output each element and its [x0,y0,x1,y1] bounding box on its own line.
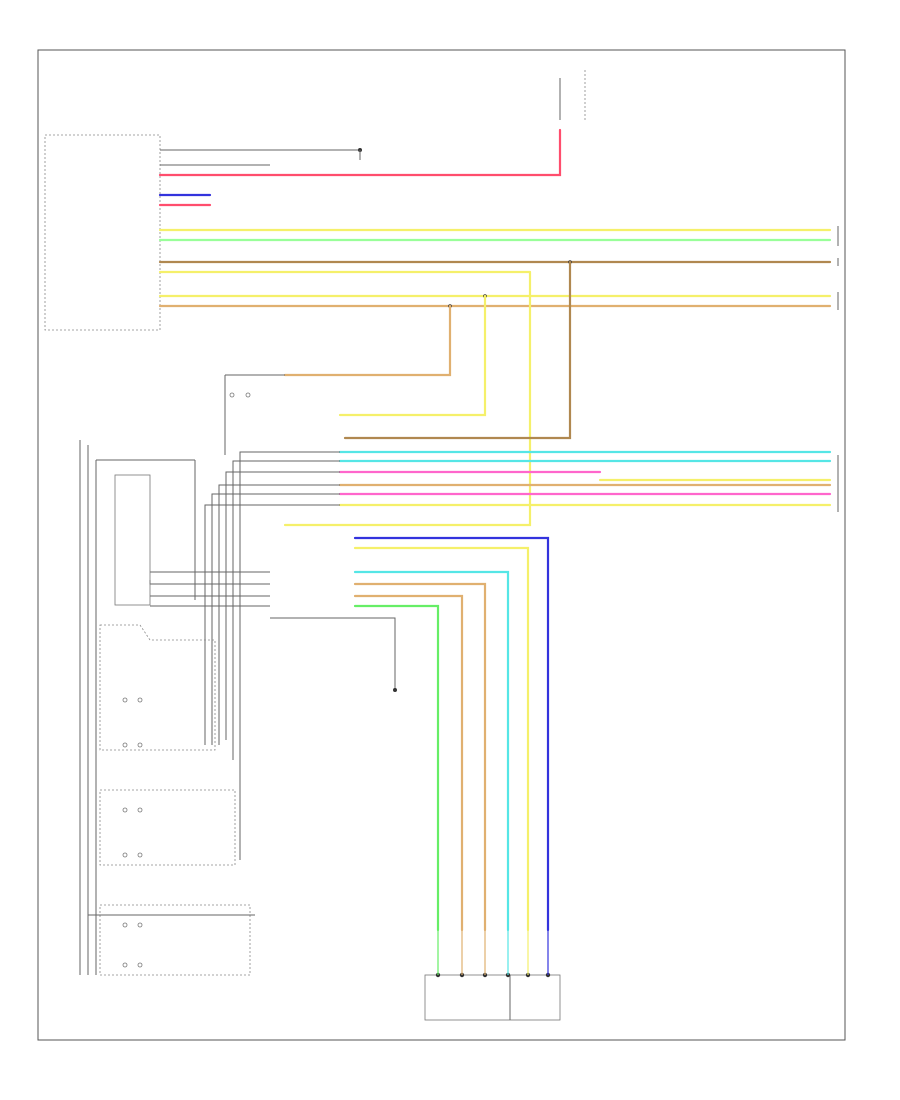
switch-module [99,624,216,751]
wire-green-2 [353,604,440,932]
wire-orange-4 [353,594,464,932]
motor-unit [424,930,561,1021]
right-switch [122,697,143,748]
wire-yellow-drop [283,270,532,527]
wire-brown-drop [343,260,572,440]
ecu-box [114,474,151,606]
wire-yellow-drop-2 [338,294,487,417]
right-switch-2 [88,904,255,976]
wire-orange-drop [283,304,452,377]
diagram-frame [37,49,846,1041]
wire-cyan-3 [353,570,510,932]
wire-yellow-6 [353,546,530,932]
left-switch [99,789,236,866]
wire-orange-3 [353,582,487,932]
left-module-box [44,134,161,331]
wire-red [158,128,562,177]
left-harness [79,440,196,975]
power-source [559,70,586,120]
wire-blue [353,536,550,932]
lock-switch [224,374,285,455]
